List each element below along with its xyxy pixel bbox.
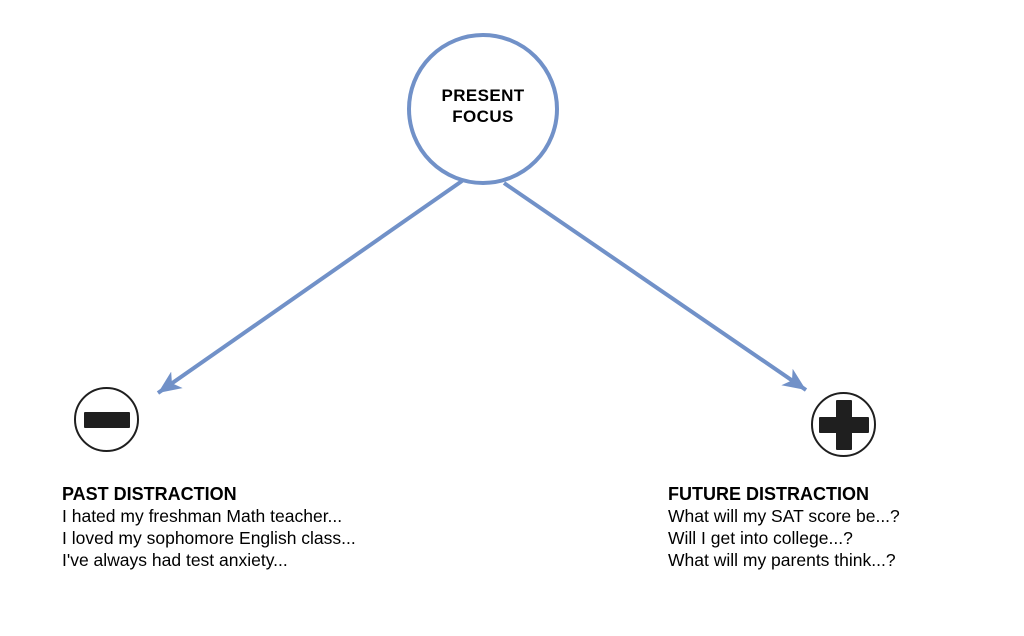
arrow-to-future: [502, 181, 808, 392]
list-item: I hated my freshman Math teacher...: [62, 506, 343, 526]
list-item: What will my parents think...?: [668, 550, 896, 570]
arrow-to-past: [156, 179, 464, 395]
list-item: I've always had test anxiety...: [62, 550, 288, 570]
plus-icon: [818, 399, 869, 450]
list-item: What will my SAT score be...?: [668, 506, 900, 526]
future-distraction-node: [811, 392, 876, 457]
present-focus-label: PRESENT FOCUS: [383, 85, 583, 127]
future-distraction-title: FUTURE DISTRACTION: [668, 484, 869, 504]
list-item: I loved my sophomore English class...: [62, 528, 356, 548]
list-item: Will I get into college...?: [668, 528, 853, 548]
present-focus-line2: FOCUS: [452, 107, 514, 126]
minus-icon: [83, 411, 130, 428]
past-distraction-title: PAST DISTRACTION: [62, 484, 237, 504]
past-distraction-block: PAST DISTRACTION I hated my freshman Mat…: [62, 483, 356, 571]
present-focus-circle: [407, 33, 559, 185]
future-distraction-block: FUTURE DISTRACTION What will my SAT scor…: [668, 483, 900, 571]
present-focus-line1: PRESENT: [441, 86, 525, 105]
past-distraction-node: [74, 387, 139, 452]
